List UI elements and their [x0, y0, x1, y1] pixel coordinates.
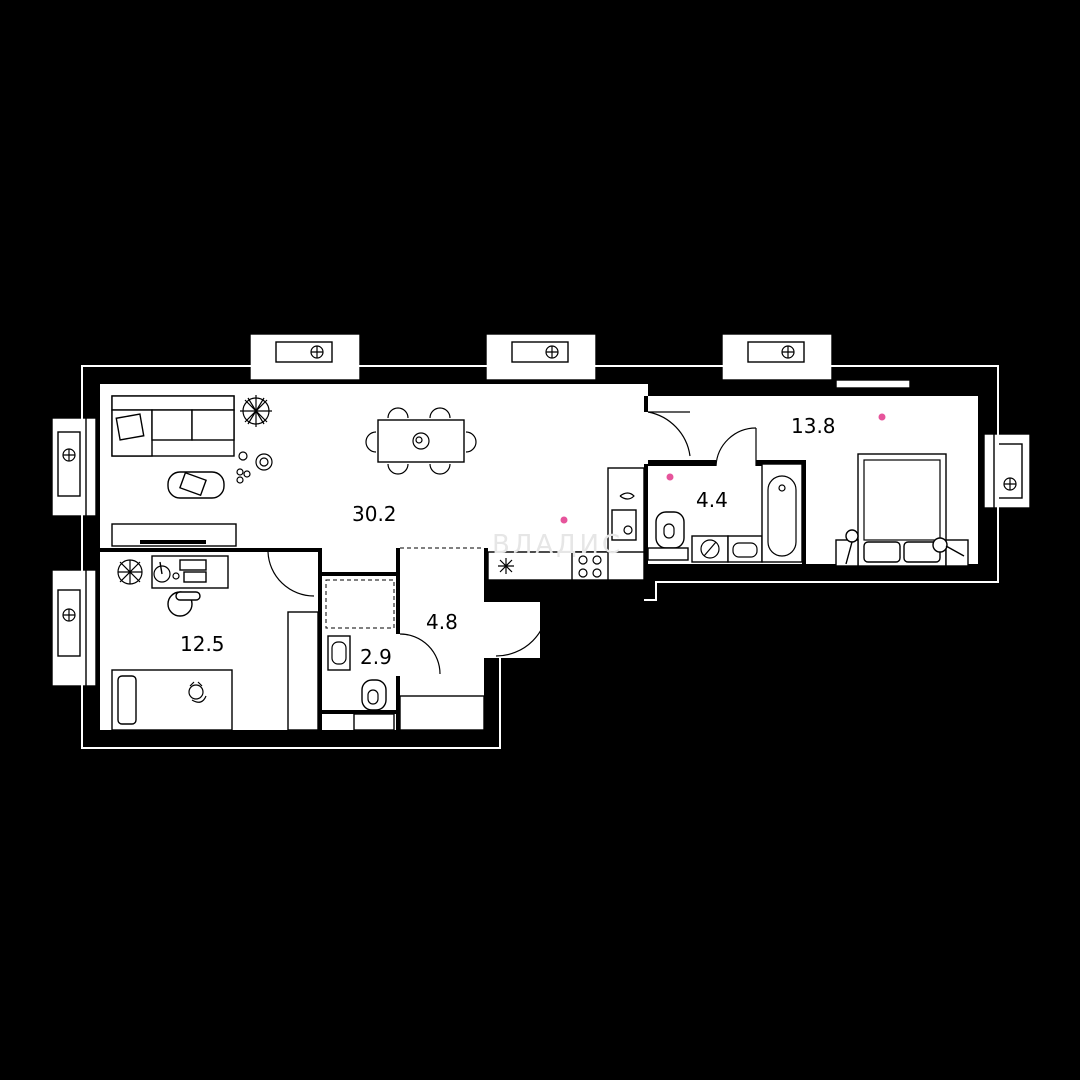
marker-dot [560, 516, 568, 524]
door-living-bedroom-east [647, 411, 691, 457]
window-left-2 [51, 569, 97, 687]
washer-icon [691, 535, 729, 563]
window-top-3 [721, 333, 833, 381]
window-top-1 [249, 333, 361, 381]
dining-table-icon [365, 407, 477, 475]
radiator-east [835, 379, 911, 389]
wc [325, 579, 441, 731]
area-label-living: 30.2 [352, 502, 397, 526]
floor-lamp-icon [835, 529, 969, 567]
area-label-bedroom-east: 13.8 [791, 414, 836, 438]
toilet-icon [655, 511, 685, 549]
kitchen-counter [487, 467, 645, 581]
plant-icon-2 [117, 559, 143, 585]
area-label-bedroom-west: 12.5 [180, 632, 225, 656]
marker-dot [878, 413, 886, 421]
window-top-2 [485, 333, 597, 381]
bathtub-icon [761, 463, 803, 563]
area-label-wc: 2.9 [360, 645, 392, 669]
area-label-hall: 4.8 [426, 610, 458, 634]
window-right [983, 433, 1031, 509]
entry-door [495, 603, 549, 657]
tv-stand [111, 523, 237, 547]
area-label-bathroom-east: 4.4 [696, 488, 728, 512]
door-bathroom-east [715, 427, 757, 467]
bed-icon [857, 453, 947, 567]
bathroom-east [647, 427, 803, 564]
bed-west [111, 669, 233, 731]
plant-icon [240, 395, 272, 427]
hall-wardrobe [399, 695, 485, 731]
window-left-1 [51, 417, 97, 517]
sofa-icon [111, 395, 235, 457]
desk-icon [151, 555, 229, 589]
watermark: ВЛАДИС [492, 530, 623, 560]
decor-items [236, 451, 273, 484]
chair-icon [167, 591, 201, 617]
cat-icon [188, 681, 207, 703]
sink-icon [727, 535, 763, 563]
door-bedroom-west [267, 551, 315, 597]
walls [81, 365, 999, 749]
coffee-table [167, 471, 225, 499]
bath-shelf [647, 547, 689, 561]
marker-dot [666, 473, 674, 481]
wardrobe-west [287, 611, 319, 731]
